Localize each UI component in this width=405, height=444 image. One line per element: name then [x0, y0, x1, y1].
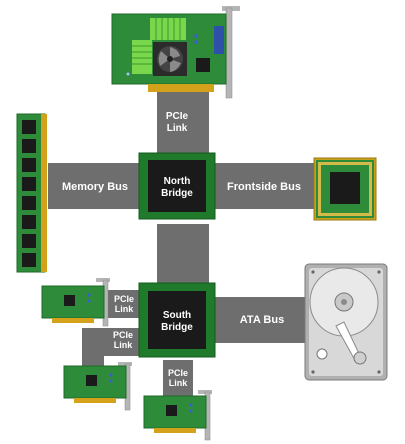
frontside-bus — [214, 163, 314, 209]
pcie-link-top-label-line1: PCIe — [166, 111, 189, 122]
north-bridge-label-line2: Bridge — [161, 188, 193, 199]
pcie-link-left1-label-line2: Link — [115, 304, 134, 314]
south-bridge-label-line2: Bridge — [161, 322, 193, 333]
buses — [48, 88, 314, 398]
north-bridge-chip — [138, 152, 216, 220]
memory-module-icon — [16, 113, 47, 273]
pcie-link-left2-drop — [82, 328, 104, 368]
pcie-link-left2-label-line2: Link — [114, 340, 133, 350]
expansion-card-icon — [143, 390, 212, 441]
expansion-card-icon — [41, 278, 110, 327]
pcie-link-left1-label-line1: PCIe — [114, 294, 134, 304]
frontside-bus-label: Frontside Bus — [227, 181, 301, 193]
pcie-link-left2-label-line1: PCIe — [113, 330, 133, 340]
north-bridge-label-line1: North — [164, 176, 191, 187]
memory-bus — [48, 163, 144, 209]
graphics-card-icon — [111, 6, 240, 99]
pcie-link-bottom-label-line1: PCIe — [168, 368, 188, 378]
cpu-icon — [313, 157, 377, 221]
ata-bus — [214, 297, 309, 343]
labels: PCIe Link Memory Bus Frontside Bus North… — [62, 111, 301, 388]
expansion-card-icon — [63, 362, 132, 411]
memory-bus-label: Memory Bus — [62, 181, 128, 193]
hard-drive-icon — [304, 263, 388, 381]
pcie-link-bottom-label-line2: Link — [169, 378, 188, 388]
south-bridge-chip — [138, 282, 216, 358]
pcie-link-bottom-bus — [163, 360, 193, 398]
pcie-link-top-bus — [157, 88, 209, 158]
pcie-link-left1-bus — [102, 290, 144, 318]
pcie-link-top-label-line2: Link — [167, 123, 188, 134]
south-bridge-label-line1: South — [163, 310, 191, 321]
ata-bus-label: ATA Bus — [240, 314, 284, 326]
north-south-link-bus — [157, 224, 209, 286]
